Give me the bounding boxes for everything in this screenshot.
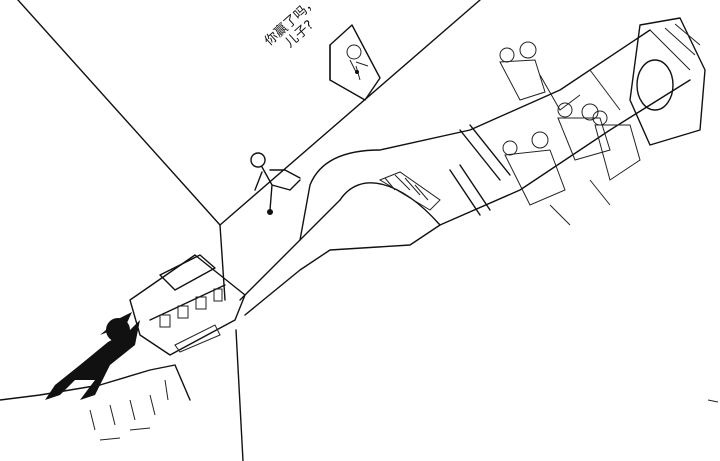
students: [499, 41, 641, 226]
hill: [0, 364, 719, 441]
podium: [629, 17, 706, 146]
father-figure: [250, 152, 301, 215]
slide-track: [239, 29, 691, 316]
room-edges: [17, 0, 481, 461]
wall-picture: [329, 24, 381, 101]
bus: [129, 254, 246, 356]
pushing-figure: [45, 312, 140, 400]
